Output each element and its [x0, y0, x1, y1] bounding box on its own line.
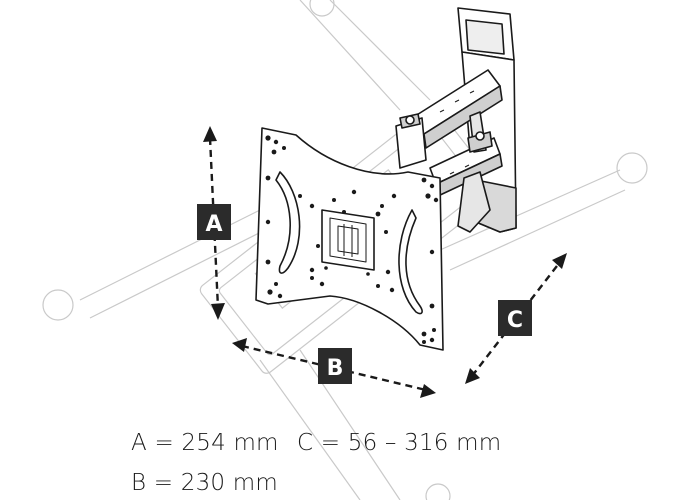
swing-arms [395, 69, 503, 233]
badge-b: B [318, 348, 352, 384]
dimension-b-line [241, 344, 427, 392]
spec-a-text: A = 254 mm [131, 430, 279, 456]
vesa-plate [255, 127, 444, 351]
badge-b-label: B [327, 356, 344, 381]
spec-b-text: B = 230 mm [131, 470, 278, 496]
badge-c-label: C [507, 308, 523, 333]
spec-c-text: C = 56 – 316 mm [297, 430, 502, 456]
badge-a: A [197, 204, 231, 240]
badge-a-label: A [205, 212, 222, 237]
badge-c: C [498, 300, 532, 336]
dimension-arrowheads [203, 126, 567, 398]
